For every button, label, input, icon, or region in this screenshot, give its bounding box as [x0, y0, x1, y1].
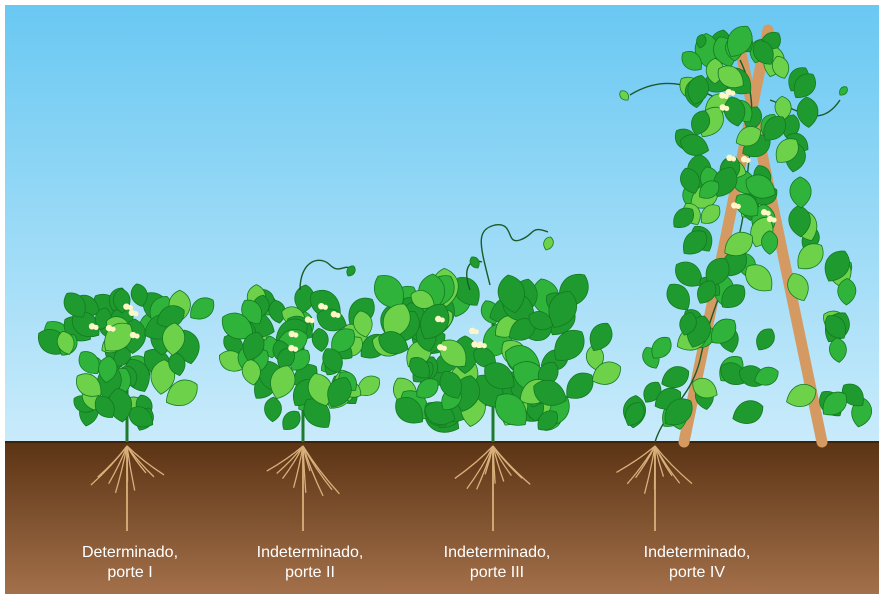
flower: [736, 204, 741, 209]
plant-label-3: Indeterminado, porte III: [412, 543, 582, 583]
flower: [442, 346, 447, 351]
plant-label-2: Indeterminado, porte II: [225, 543, 395, 583]
flower: [134, 333, 139, 338]
flower: [771, 217, 776, 222]
plant-porte-1: porte I: [45, 563, 215, 583]
flower: [133, 311, 138, 316]
plant-type-2: Indeterminado,: [225, 543, 395, 563]
flower: [731, 156, 736, 161]
flower: [440, 317, 445, 322]
plant-label-4: Indeterminado, porte IV: [612, 543, 782, 583]
flower: [730, 91, 735, 96]
flower: [110, 326, 115, 331]
flower: [474, 329, 479, 334]
flower: [323, 305, 328, 310]
plant-label-1: Determinado, porte I: [45, 543, 215, 583]
plant-porte-4: porte IV: [612, 563, 782, 583]
flower: [309, 318, 314, 323]
flower: [746, 158, 751, 163]
plant-type-3: Indeterminado,: [412, 543, 582, 563]
flower: [128, 305, 133, 310]
plant-type-1: Determinado,: [45, 543, 215, 563]
flower: [93, 325, 98, 330]
flower: [482, 343, 487, 348]
plant-porte-3: porte III: [412, 563, 582, 583]
flower: [724, 106, 729, 111]
flower: [766, 211, 771, 216]
plant-porte-2: porte II: [225, 563, 395, 583]
flower: [293, 347, 298, 352]
flower: [293, 332, 298, 337]
plant-type-4: Indeterminado,: [612, 543, 782, 563]
flower: [335, 313, 340, 318]
